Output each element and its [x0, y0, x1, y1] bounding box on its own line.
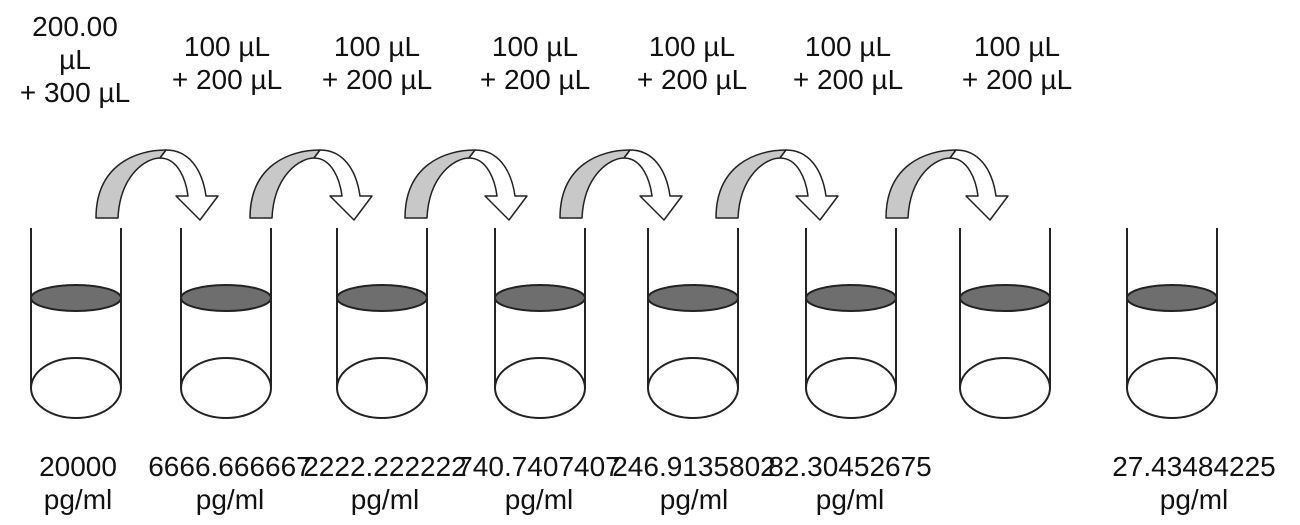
transfer-arrow-3 [404, 149, 528, 221]
volume-label-3-line-2: + 200 µL [321, 64, 433, 95]
concentration-value-5: 246.9135802 [612, 451, 776, 482]
concentration-unit-5: pg/ml [659, 484, 729, 515]
tube-bottom [1126, 357, 1218, 419]
arrow-descending-head [623, 149, 683, 221]
volume-label-5-line-1: 100 µL [648, 31, 736, 62]
liquid-surface [647, 284, 739, 312]
liquid-surface [494, 284, 586, 312]
tube-bottom [180, 357, 272, 419]
tube-bottom [647, 357, 739, 419]
arrow-rising-shaded [559, 149, 631, 219]
volume-label-2-line-1: 100 µL [183, 31, 271, 62]
volume-label-4-line-2: + 200 µL [479, 64, 591, 95]
concentration-value-4: 740.7407407 [457, 451, 621, 482]
volume-label-1: 200.00 µL + 300 µL [0, 10, 150, 109]
arrow-descending-head [159, 149, 219, 221]
volume-label-2-line-2: + 200 µL [171, 64, 283, 95]
concentration-label-2: 6666.666667 pg/ml [140, 450, 320, 516]
concentration-label-1: 20000 pg/ml [0, 450, 168, 516]
transfer-arrow-2 [249, 149, 373, 221]
volume-label-6: 100 µL + 200 µL [773, 30, 923, 96]
concentration-label-4: 740.7407407 pg/ml [449, 450, 629, 516]
tube-bottom [336, 357, 428, 419]
tube-bottom [30, 357, 122, 419]
concentration-value-3: 2222.222222 [303, 451, 467, 482]
tube-3 [336, 228, 428, 419]
concentration-label-3: 2222.222222 pg/ml [295, 450, 475, 516]
tube-bottom [494, 357, 586, 419]
volume-label-2: 100 µL + 200 µL [152, 30, 302, 96]
volume-label-3: 100 µL + 200 µL [302, 30, 452, 96]
transfer-arrow-6 [885, 149, 1009, 221]
tube-8 [1126, 228, 1218, 419]
concentration-unit-1: pg/ml [43, 484, 113, 515]
concentration-unit-6: pg/ml [815, 484, 885, 515]
concentration-unit-4: pg/ml [504, 484, 574, 515]
volume-label-7-line-2: + 200 µL [961, 64, 1073, 95]
arrow-rising-shaded [95, 149, 167, 219]
arrow-rising-shaded [249, 149, 321, 219]
tube-5 [647, 228, 739, 419]
transfer-arrow-1 [95, 149, 219, 221]
volume-label-5-line-2: + 200 µL [636, 64, 748, 95]
arrow-descending-head [468, 149, 528, 221]
arrow-descending-head [779, 149, 839, 221]
concentration-value-7: 27.43484225 [1112, 451, 1276, 482]
arrow-rising-shaded [885, 149, 957, 219]
arrow-rising-shaded [715, 149, 787, 219]
tube-6 [805, 228, 897, 419]
concentration-label-7: 27.43484225 pg/ml [1104, 450, 1284, 516]
volume-label-3-line-1: 100 µL [333, 31, 421, 62]
tube-4 [494, 228, 586, 419]
tube-bottom [959, 357, 1051, 419]
concentration-value-1: 20000 [39, 451, 117, 482]
volume-label-1-line-1: 200.00 [32, 11, 118, 42]
volume-label-5: 100 µL + 200 µL [617, 30, 767, 96]
volume-label-1-line-3: + 300 µL [19, 77, 131, 108]
transfer-arrow-4 [559, 149, 683, 221]
volume-label-6-line-1: 100 µL [804, 31, 892, 62]
liquid-surface [1126, 284, 1218, 312]
arrow-rising-shaded [404, 149, 476, 219]
concentration-unit-7: pg/ml [1159, 484, 1229, 515]
concentration-value-6: 82.30452675 [768, 451, 932, 482]
volume-label-7-line-1: 100 µL [973, 31, 1061, 62]
volume-label-1-line-2: µL [59, 44, 91, 75]
volume-label-7: 100 µL + 200 µL [942, 30, 1092, 96]
liquid-surface [180, 284, 272, 312]
arrow-descending-head [313, 149, 373, 221]
arrow-descending-head [949, 149, 1009, 221]
tube-2 [180, 228, 272, 419]
transfer-arrows [95, 149, 1009, 221]
liquid-surface [959, 284, 1051, 312]
liquid-surface [30, 284, 122, 312]
concentration-label-5: 246.9135802 pg/ml [604, 450, 784, 516]
liquid-surface [805, 284, 897, 312]
tubes [30, 228, 1218, 419]
tube-1 [30, 228, 122, 419]
concentration-unit-3: pg/ml [350, 484, 420, 515]
tube-bottom [805, 357, 897, 419]
liquid-surface [336, 284, 428, 312]
volume-label-4-line-1: 100 µL [491, 31, 579, 62]
volume-label-4: 100 µL + 200 µL [460, 30, 610, 96]
transfer-arrow-5 [715, 149, 839, 221]
concentration-value-2: 6666.666667 [148, 451, 312, 482]
tube-7 [959, 228, 1051, 419]
concentration-unit-2: pg/ml [195, 484, 265, 515]
concentration-label-6: 82.30452675 pg/ml [760, 450, 940, 516]
volume-label-6-line-2: + 200 µL [792, 64, 904, 95]
